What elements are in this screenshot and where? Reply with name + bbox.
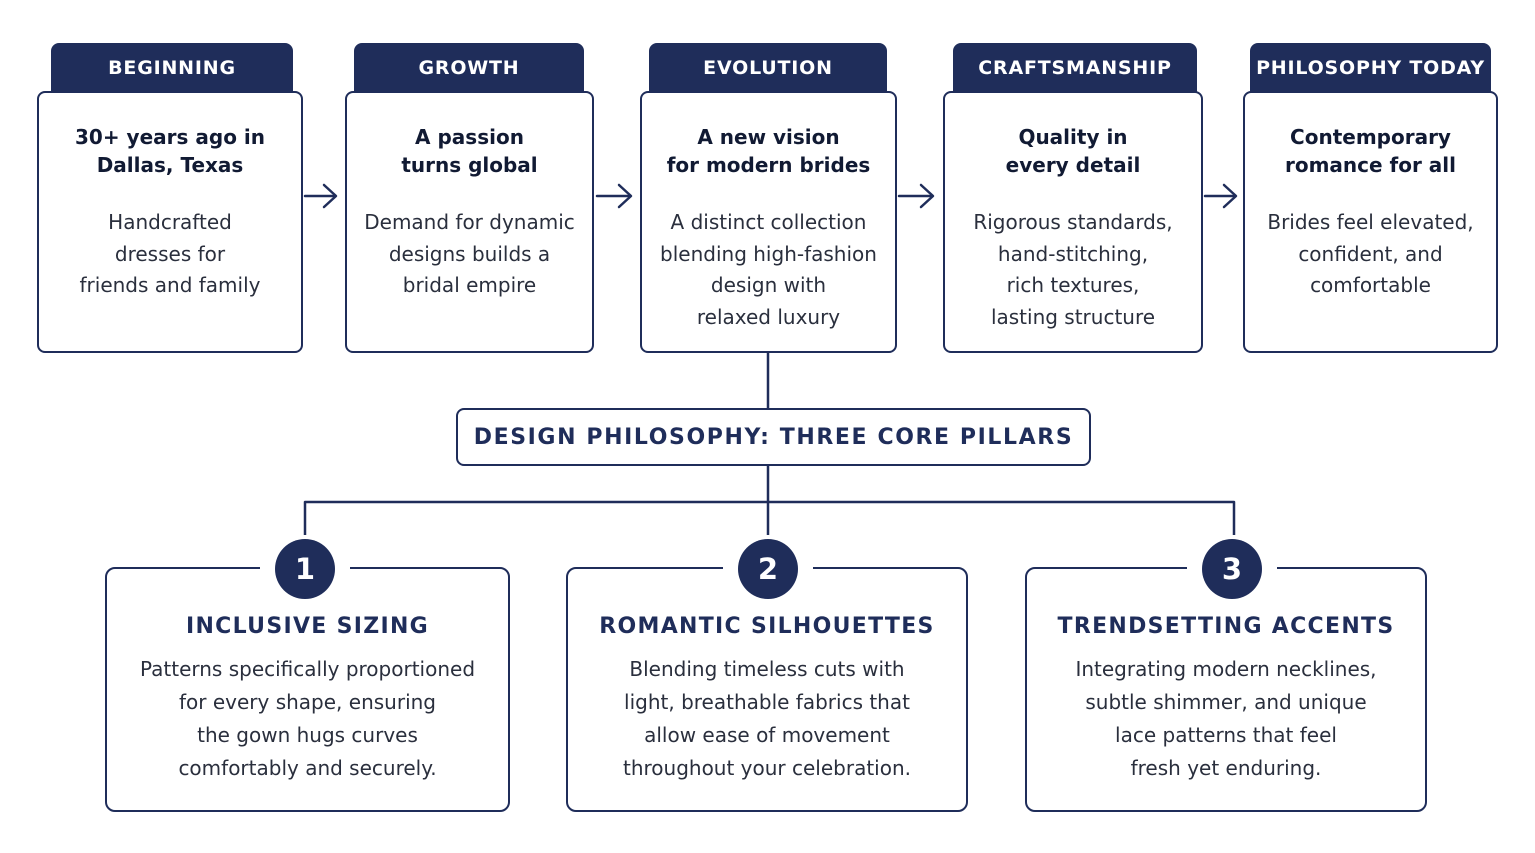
stage-tab-growth: GROWTH: [354, 43, 584, 93]
pillar-card-romantic-silhouettes: ROMANTIC SILHOUETTES Blending timeless c…: [566, 567, 968, 812]
stage-card-growth: A passion turns global Demand for dynami…: [345, 91, 594, 353]
stage-tab-beginning: BEGINNING: [51, 43, 293, 93]
stage-heading: Quality in every detail: [1005, 125, 1141, 177]
stage-heading: 30+ years ago in Dallas, Texas: [75, 125, 265, 177]
pillar-description: Patterns specifically proportioned for e…: [139, 657, 476, 780]
stage-tab-label: BEGINNING: [108, 56, 236, 79]
pillar-number: 1: [275, 539, 335, 599]
pillar-description: Blending timeless cuts with light, breat…: [622, 657, 912, 780]
pillar-number-badge: 1: [260, 535, 350, 603]
design-philosophy-title: DESIGN PHILOSOPHY: THREE CORE PILLARS: [456, 408, 1091, 466]
stage-heading: A passion turns global: [401, 125, 538, 177]
pillar-branch-line: [303, 500, 1236, 547]
stage-card-evolution: A new vision for modern brides A distinc…: [640, 91, 897, 353]
right-arrow-icon: [303, 183, 338, 209]
stage-card-beginning: 30+ years ago in Dallas, Texas Handcraft…: [37, 91, 303, 353]
pillar-number: 2: [738, 539, 798, 599]
stage-description: Brides feel elevated, confident, and com…: [1267, 210, 1474, 297]
stage-description: A distinct collection blending high-fash…: [660, 210, 877, 329]
pillar-title: INCLUSIVE SIZING: [185, 614, 430, 639]
pillar-description: Integrating modern necklines, subtle shi…: [1075, 657, 1377, 780]
right-arrow-icon: [897, 183, 935, 209]
stage-tab-label: EVOLUTION: [703, 56, 833, 79]
pillar-title: ROMANTIC SILHOUETTES: [599, 614, 935, 639]
pillar-number-badge: 2: [723, 535, 813, 603]
stage-description: Demand for dynamic designs builds a brid…: [364, 210, 575, 297]
stage-tab-label: PHILOSOPHY TODAY: [1256, 56, 1485, 79]
stage-heading: A new vision for modern brides: [666, 125, 871, 177]
stage-card-craftsmanship: Quality in every detail Rigorous standar…: [943, 91, 1203, 353]
stage-tab-philosophy-today: PHILOSOPHY TODAY: [1250, 43, 1491, 93]
stage-tab-label: GROWTH: [418, 56, 520, 79]
stage-tab-evolution: EVOLUTION: [649, 43, 887, 93]
pillar-number: 3: [1202, 539, 1262, 599]
pillar-number-badge: 3: [1187, 535, 1277, 603]
right-arrow-icon: [595, 183, 633, 209]
stage-card-philosophy-today: Contemporary romance for all Brides feel…: [1243, 91, 1498, 353]
stage-tab-craftsmanship: CRAFTSMANSHIP: [953, 43, 1197, 93]
right-arrow-icon: [1203, 183, 1238, 209]
stage-heading: Contemporary romance for all: [1284, 125, 1457, 177]
stage-tab-label: CRAFTSMANSHIP: [978, 56, 1172, 79]
pillar-card-trendsetting-accents: TRENDSETTING ACCENTS Integrating modern …: [1025, 567, 1427, 812]
stage-description: Rigorous standards, hand-stitching, rich…: [973, 210, 1173, 329]
pillar-card-inclusive-sizing: INCLUSIVE SIZING Patterns specifically p…: [105, 567, 510, 812]
stage-description: Handcrafted dresses for friends and fami…: [79, 210, 261, 297]
pillar-title: TRENDSETTING ACCENTS: [1057, 614, 1395, 639]
